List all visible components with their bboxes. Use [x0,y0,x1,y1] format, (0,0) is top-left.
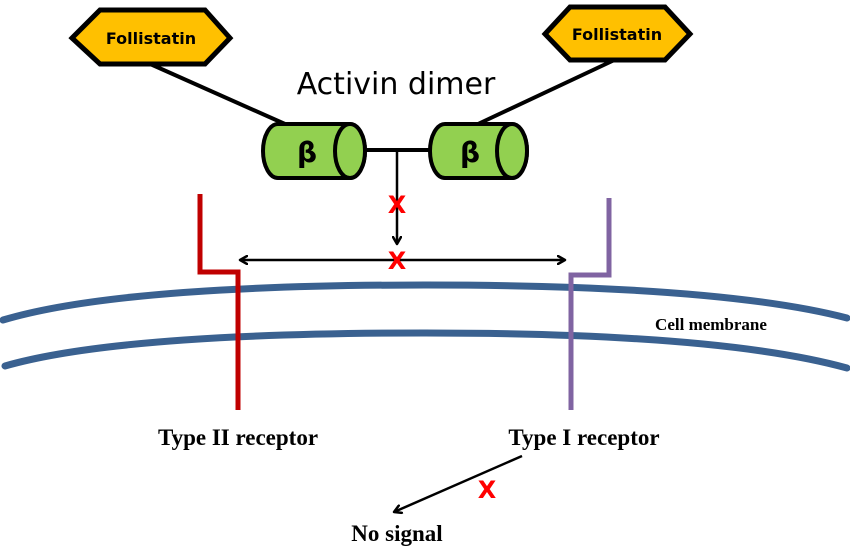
membrane-inner-line [1,329,850,372]
inhibition-mark-signal: X [478,476,497,504]
activin-subunit-left: β [261,122,367,180]
type-i-receptor [568,198,612,410]
activin-subunit-right-label: β [460,136,480,169]
type-ii-receptor [197,194,241,410]
cell-membrane [0,281,850,372]
type-i-receptor-label: Type I receptor [508,425,659,450]
follistatin-left: Follistatin [68,7,234,67]
activin-subunit-left-label: β [297,136,317,169]
follistatin-right-link [477,53,626,126]
inhibition-mark-binding: X [388,191,407,219]
membrane-outer-line [0,281,850,324]
follistatin-right: Follistatin [541,4,694,63]
signal-arrow [394,454,523,512]
type-ii-receptor-label: Type II receptor [158,425,318,450]
follistatin-left-label: Follistatin [106,29,196,48]
activin-dimer-title: Activin dimer [297,67,496,102]
no-signal-label: No signal [351,521,442,546]
follistatin-right-label: Follistatin [572,25,662,44]
inhibition-mark-complex: X [388,247,407,275]
activin-subunit-right: β [428,122,529,180]
cell-membrane-label: Cell membrane [655,315,767,334]
